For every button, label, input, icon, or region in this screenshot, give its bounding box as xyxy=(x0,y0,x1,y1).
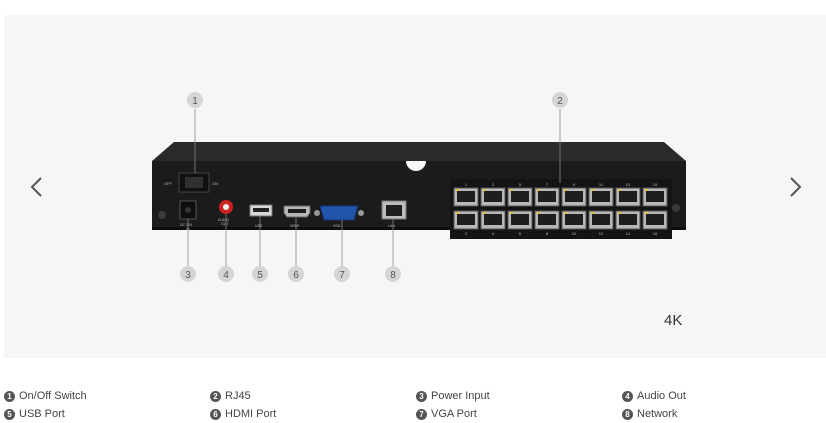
legend-number: 8 xyxy=(622,408,633,420)
hdmi-text: HDMI xyxy=(290,224,299,228)
legend-item-on-off-switch: 1 On/Off Switch xyxy=(4,388,87,404)
legend-item-usb-port: 5 USB Port xyxy=(4,406,65,422)
legend-number: 6 xyxy=(210,408,221,420)
switch-on-text: ON xyxy=(212,181,218,186)
dc-text: DC 12V xyxy=(180,223,193,227)
poe-port-10: 10 xyxy=(561,210,587,236)
poe-port-13: 13 xyxy=(615,182,641,207)
poe-port-number: 9 xyxy=(573,182,576,187)
usb-text: USB xyxy=(255,224,263,228)
poe-port-number: 1 xyxy=(465,182,468,187)
legend-item-power-input: 3 Power Input xyxy=(416,388,490,404)
carousel-prev-button[interactable] xyxy=(24,172,48,202)
svg-text:5: 5 xyxy=(257,270,263,281)
product-image-stage: OFF ON DC 12V IN AUDIO OUT USB HDMI VGA … xyxy=(4,15,826,358)
chevron-right-icon xyxy=(790,177,802,197)
svg-text:1: 1 xyxy=(192,96,198,107)
vga-text: VGA xyxy=(333,224,341,228)
legend-label: RJ45 xyxy=(225,390,251,402)
poe-port-1: 1 xyxy=(453,182,479,207)
poe-port-12: 12 xyxy=(588,210,614,236)
poe-port-number: 2 xyxy=(465,231,468,236)
svg-text:7: 7 xyxy=(339,270,345,281)
audio-text-a: AUDIO xyxy=(218,218,229,222)
legend-label: Power Input xyxy=(431,390,490,402)
legend-label: VGA Port xyxy=(431,408,477,420)
legend-number: 4 xyxy=(622,390,633,402)
poe-port-4: 4 xyxy=(480,210,506,236)
poe-port-number: 15 xyxy=(653,182,658,187)
audio-text-b: OUT xyxy=(221,222,229,226)
poe-port-15: 15 xyxy=(642,182,668,207)
poe-port-number: 5 xyxy=(519,182,522,187)
poe-port-number: 11 xyxy=(599,182,604,187)
poe-port-9: 9 xyxy=(561,182,587,207)
poe-port-number: 13 xyxy=(626,182,631,187)
callout-8: 8 xyxy=(385,266,401,282)
legend-label: Audio Out xyxy=(637,390,686,402)
callout-7: 7 xyxy=(334,266,350,282)
poe-port-number: 3 xyxy=(492,182,495,187)
svg-text:6: 6 xyxy=(293,270,299,281)
legend-number: 5 xyxy=(4,408,15,420)
lan-text: LAN xyxy=(388,224,395,228)
legend-number: 3 xyxy=(416,390,427,402)
legend-item-network: 8 Network xyxy=(622,406,677,422)
nvr-device-illustration: OFF ON DC 12V IN AUDIO OUT USB HDMI VGA … xyxy=(152,92,686,282)
port-legend: 1 On/Off Switch 2 RJ45 3 Power Input 4 Audio… xyxy=(0,384,826,423)
poe-port-number: 16 xyxy=(653,231,658,236)
poe-port-number: 14 xyxy=(626,231,631,236)
legend-item-rj45: 2 RJ45 xyxy=(210,388,251,404)
legend-item-hdmi-port: 6 HDMI Port xyxy=(210,406,276,422)
legend-label: HDMI Port xyxy=(225,408,277,420)
poe-port-11: 11 xyxy=(588,182,614,207)
poe-port-16: 16 xyxy=(642,210,668,236)
chevron-left-icon xyxy=(30,177,42,197)
poe-port-7: 7 xyxy=(534,182,560,207)
poe-port-5: 5 xyxy=(507,182,533,207)
svg-text:4: 4 xyxy=(223,270,229,281)
switch-off-text: OFF xyxy=(164,181,173,186)
svg-text:3: 3 xyxy=(185,270,191,281)
poe-port-number: 6 xyxy=(519,231,522,236)
legend-number: 1 xyxy=(4,390,15,402)
callout-4: 4 xyxy=(218,266,234,282)
legend-item-audio-out: 4 Audio Out xyxy=(622,388,686,404)
callout-3: 3 xyxy=(180,266,196,282)
poe-port-number: 12 xyxy=(599,231,604,236)
svg-text:2: 2 xyxy=(557,96,563,107)
svg-text:8: 8 xyxy=(390,270,396,281)
poe-port-8: 8 xyxy=(534,210,560,236)
poe-port-6: 6 xyxy=(507,210,533,236)
callout-2: 2 xyxy=(552,92,568,108)
vga-port xyxy=(319,205,359,221)
carousel-next-button[interactable] xyxy=(784,172,808,202)
callout-5: 5 xyxy=(252,266,268,282)
poe-port-number: 7 xyxy=(546,182,549,187)
resolution-badge: 4K xyxy=(664,312,683,329)
legend-item-vga-port: 7 VGA Port xyxy=(416,406,477,422)
legend-label: On/Off Switch xyxy=(19,390,87,402)
poe-port-number: 10 xyxy=(572,231,577,236)
legend-number: 2 xyxy=(210,390,221,402)
device-top-lid xyxy=(152,142,686,161)
legend-label: Network xyxy=(637,408,678,420)
poe-port-number: 8 xyxy=(546,231,549,236)
poe-port-2: 2 xyxy=(453,210,479,236)
poe-port-14: 14 xyxy=(615,210,641,236)
callout-1: 1 xyxy=(187,92,203,108)
legend-label: USB Port xyxy=(19,408,65,420)
poe-port-number: 4 xyxy=(492,231,495,236)
callout-6: 6 xyxy=(288,266,304,282)
poe-port-3: 3 xyxy=(480,182,506,207)
legend-number: 7 xyxy=(416,408,427,420)
